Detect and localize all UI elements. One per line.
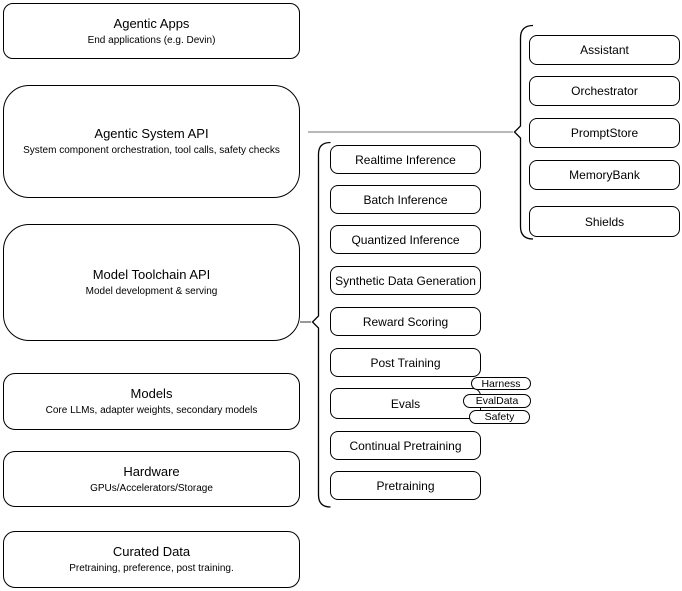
box-pretraining: Pretraining [330,471,481,500]
box-models: Models Core LLMs, adapter weights, secon… [3,373,300,430]
box-label: Post Training [370,355,441,370]
box-label: Quantized Inference [351,232,460,247]
pill-label: EvalData [475,395,519,407]
box-model-toolchain-api: Model Toolchain API Model development & … [3,224,300,341]
box-quantized-inference: Quantized Inference [330,225,481,254]
box-subtitle: End applications (e.g. Devin) [87,34,216,46]
box-shields: Shields [529,206,680,237]
box-subtitle: Pretraining, preference, post training. [69,563,234,574]
box-label: Orchestrator [571,84,638,98]
box-label: Batch Inference [363,192,448,207]
box-label: Assistant [580,43,629,57]
box-reward-scoring: Reward Scoring [330,307,481,336]
box-label: Continual Pretraining [349,438,462,453]
box-title: Model Toolchain API [92,267,211,282]
box-continual-pretraining: Continual Pretraining [330,431,481,460]
box-label: Evals [390,396,421,411]
pill-safety: Safety [469,410,530,424]
pill-harness: Harness [471,377,531,390]
pill-evaldata: EvalData [463,394,531,408]
box-post-training: Post Training [330,348,481,377]
pill-label: Harness [481,377,521,390]
box-synthetic-data-generation: Synthetic Data Generation [330,266,481,295]
box-evals: Evals [330,388,481,419]
box-label: Shields [584,214,625,229]
box-label: Synthetic Data Generation [335,273,476,288]
box-label: MemoryBank [569,168,640,182]
box-agentic-system-api: Agentic System API System component orch… [3,85,300,198]
box-label: Realtime Inference [355,152,456,167]
box-memorybank: MemoryBank [529,160,680,190]
box-title: Agentic Apps [113,15,190,31]
middle-group-brace [311,141,331,508]
box-subtitle: System component orchestration, tool cal… [23,145,280,156]
box-batch-inference: Batch Inference [330,185,481,214]
box-orchestrator: Orchestrator [529,76,680,106]
box-label: PromptStore [570,126,639,140]
pill-label: Safety [484,411,515,423]
box-curated-data: Curated Data Pretraining, preference, po… [3,531,300,588]
box-agentic-apps: Agentic Apps End applications (e.g. Devi… [3,3,300,59]
box-hardware: Hardware GPUs/Accelerators/Storage [3,451,300,507]
box-title: Curated Data [112,544,191,559]
box-subtitle: Core LLMs, adapter weights, secondary mo… [45,405,258,416]
box-title: Hardware [123,463,180,479]
box-label: Pretraining [376,478,435,493]
box-subtitle: Model development & serving [85,286,218,297]
box-promptstore: PromptStore [529,118,680,148]
box-subtitle: GPUs/Accelerators/Storage [90,482,213,494]
box-realtime-inference: Realtime Inference [330,145,481,174]
box-title: Agentic System API [94,126,209,141]
box-label: Reward Scoring [362,314,449,329]
box-title: Models [130,386,173,401]
box-assistant: Assistant [529,35,680,65]
